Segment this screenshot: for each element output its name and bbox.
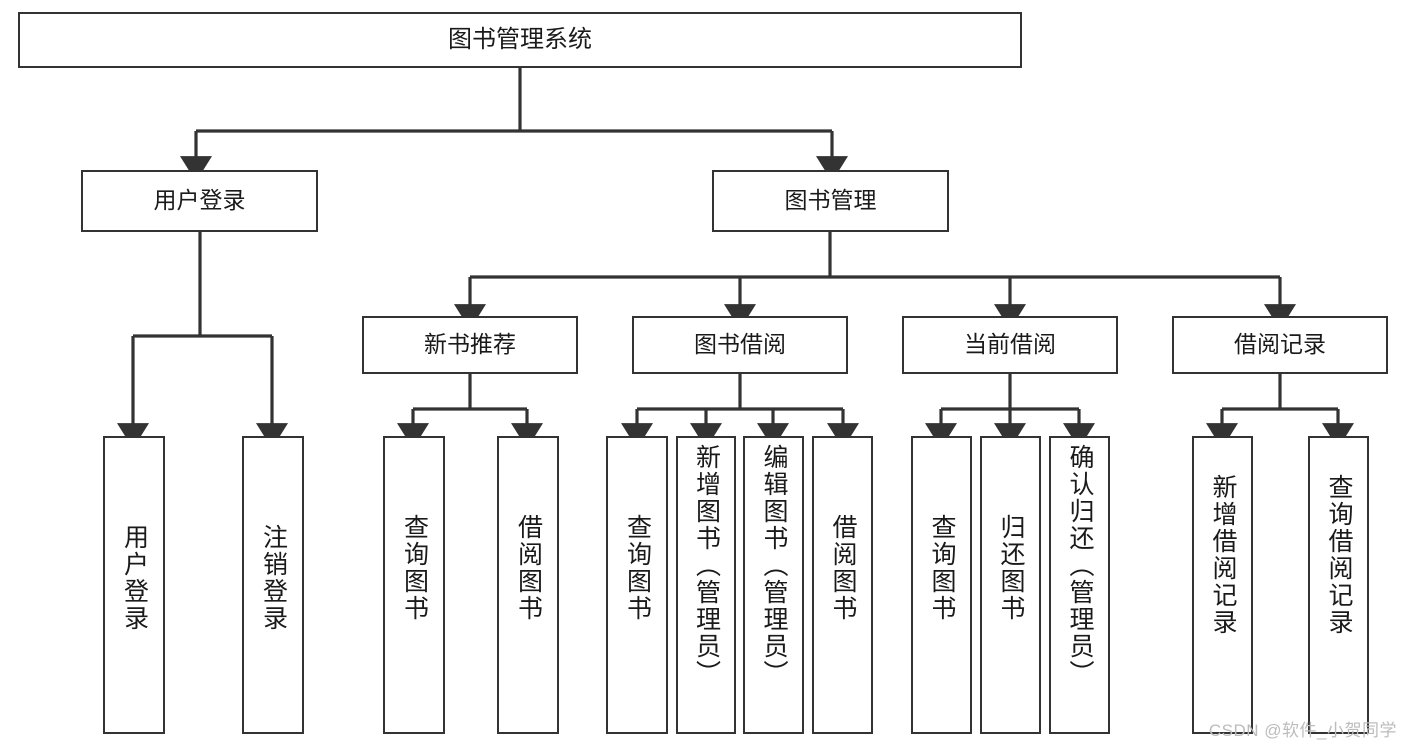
node-label: 新书推荐 (424, 331, 516, 358)
node-label: 借阅记录 (1234, 331, 1326, 358)
node-label: 图书管理系统 (448, 25, 592, 53)
node-label: 借阅图书 (829, 514, 857, 622)
node-label: 借阅图书 (514, 514, 543, 622)
node-label: 归还图书 (997, 514, 1025, 622)
node-label: 新增借阅记录 (1209, 474, 1237, 636)
node-book-manage[interactable]: 图书管理 (712, 170, 949, 232)
node-label: 查询图书 (928, 514, 956, 622)
leaf-query-book-borrow[interactable]: 查询图书 (606, 436, 668, 734)
node-user-login[interactable]: 用户登录 (81, 170, 318, 232)
node-label: 编辑图书（管理员） (760, 444, 788, 687)
node-label: 图书借阅 (694, 331, 786, 358)
leaf-query-book-current[interactable]: 查询图书 (911, 436, 972, 734)
node-label: 用户登录 (120, 524, 149, 632)
leaf-confirm-return[interactable]: 确认归还（管理员） (1049, 436, 1110, 734)
node-current-borrow[interactable]: 当前借阅 (902, 316, 1118, 374)
leaf-user-login[interactable]: 用户登录 (103, 436, 165, 734)
node-label: 新增图书（管理员） (692, 444, 721, 687)
leaf-borrow-book-recommend[interactable]: 借阅图书 (497, 436, 559, 734)
node-label: 注销登录 (259, 524, 288, 632)
node-label: 查询借阅记录 (1325, 474, 1353, 636)
leaf-add-book[interactable]: 新增图书（管理员） (676, 436, 736, 734)
leaf-logout-login[interactable]: 注销登录 (242, 436, 304, 734)
leaf-borrow-book[interactable]: 借阅图书 (812, 436, 873, 734)
node-new-book-recommend[interactable]: 新书推荐 (362, 316, 578, 374)
node-label: 确认归还（管理员） (1066, 444, 1094, 687)
node-borrow-record[interactable]: 借阅记录 (1172, 316, 1388, 374)
node-book-borrow[interactable]: 图书借阅 (632, 316, 848, 374)
node-label: 查询图书 (623, 514, 652, 622)
node-label: 图书管理 (784, 187, 877, 214)
leaf-edit-book[interactable]: 编辑图书（管理员） (743, 436, 804, 734)
node-root-system[interactable]: 图书管理系统 (18, 12, 1022, 68)
leaf-return-book[interactable]: 归还图书 (980, 436, 1041, 734)
node-label: 查询图书 (400, 514, 429, 622)
leaf-query-book-recommend[interactable]: 查询图书 (383, 436, 445, 734)
watermark-text: CSDN @软件_小贺同学 (1208, 721, 1397, 740)
leaf-add-borrow-record[interactable]: 新增借阅记录 (1192, 436, 1253, 734)
node-label: 用户登录 (153, 187, 246, 214)
node-label: 当前借阅 (964, 331, 1056, 358)
leaf-query-borrow-record[interactable]: 查询借阅记录 (1308, 436, 1369, 734)
